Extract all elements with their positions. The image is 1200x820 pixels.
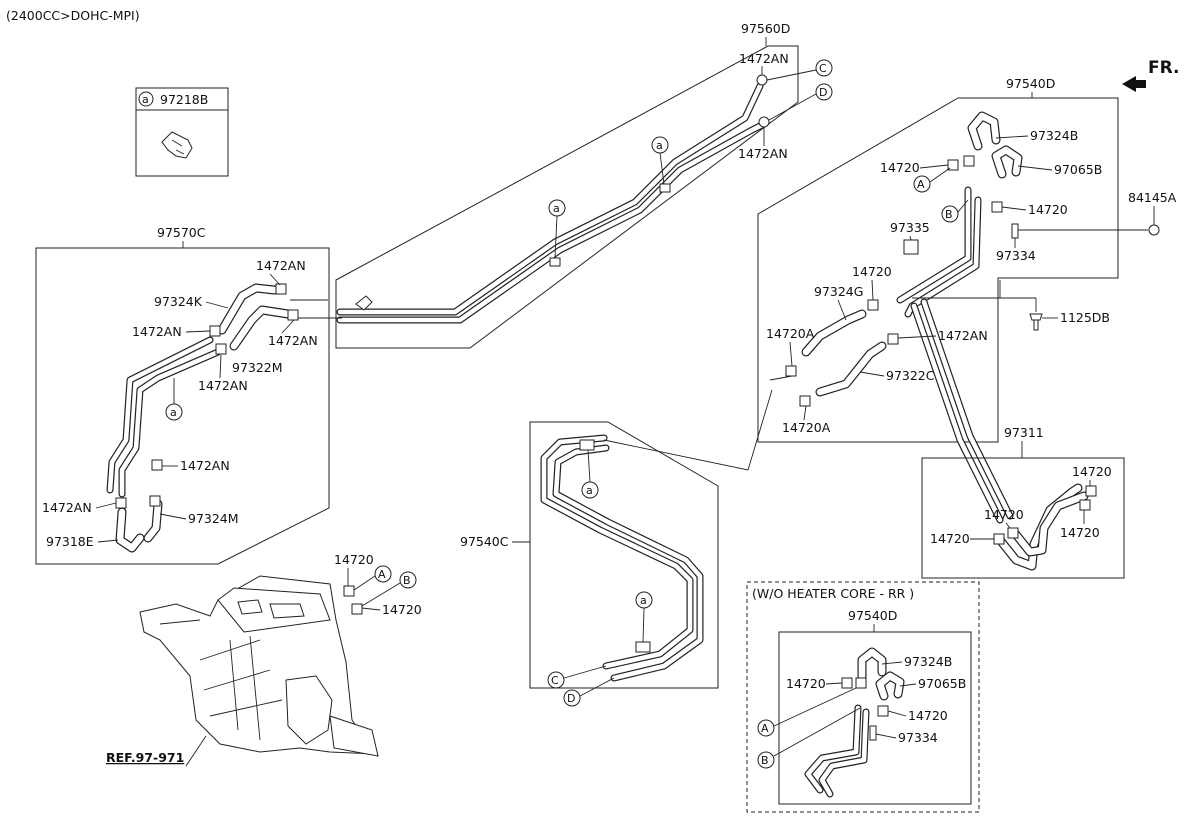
wo-hoses	[804, 647, 905, 798]
clamp-icon	[115, 283, 299, 509]
label-1472an-4: 1472AN	[132, 324, 182, 339]
marker-a-big-3: A	[761, 722, 769, 735]
label-14720-3: 14720	[852, 264, 892, 279]
group-97540c-frame	[529, 421, 719, 689]
label-14720-8: 14720	[334, 552, 374, 567]
group-97311-frame	[921, 457, 1125, 579]
label-1472an-6: 1472AN	[198, 378, 248, 393]
label-1125db: 1125DB	[1060, 310, 1110, 325]
group-97570c-label: 97570C	[157, 225, 206, 240]
wo-label-97324b: 97324B	[904, 654, 952, 669]
marker-d-2: D	[567, 692, 575, 705]
engine-spec-label: (2400CC>DOHC-MPI)	[6, 8, 140, 23]
pipe-clip-a3	[579, 439, 595, 451]
label-14720-2: 14720	[1028, 202, 1068, 217]
label-14720-1: 14720	[880, 160, 920, 175]
heater-unit-assembly	[139, 575, 379, 757]
label-1472an-1: 1472AN	[739, 51, 789, 66]
label-14720-6: 14720	[1060, 525, 1100, 540]
label-14720a-1: 14720A	[766, 326, 815, 341]
group-97540d-label: 97540D	[1006, 76, 1055, 91]
legend-part-number: 97218B	[160, 92, 208, 107]
label-14720-4: 14720	[1072, 464, 1112, 479]
marker-a-2: a	[553, 202, 560, 215]
rear-heater-hoses-97570c	[106, 283, 342, 553]
marker-a-1: a	[656, 139, 663, 152]
label-97324b: 97324B	[1030, 128, 1078, 143]
wo-group-97540d-label: 97540D	[848, 608, 897, 623]
group-97540d-frame	[757, 97, 1119, 443]
wo-label-97065b: 97065B	[918, 676, 966, 691]
legend-marker-a: a	[142, 93, 149, 106]
clamp-icon	[785, 155, 1019, 407]
label-97318e: 97318E	[46, 534, 94, 549]
label-84145a: 84145A	[1128, 190, 1177, 205]
legend-box	[135, 87, 229, 177]
rear-hoses-97311	[995, 483, 1089, 571]
label-97065b: 97065B	[1054, 162, 1102, 177]
wo-label-14720-1: 14720	[786, 676, 826, 691]
label-1472an-7: 1472AN	[180, 458, 230, 473]
label-97335: 97335	[890, 220, 930, 235]
label-1472an-5: 1472AN	[268, 333, 318, 348]
label-1472an-9: 1472AN	[938, 328, 988, 343]
label-1472an-2: 1472AN	[738, 146, 788, 161]
wo-inner-frame	[778, 631, 972, 805]
group-97560d-frame	[335, 45, 799, 349]
group-97560d-label: 97560D	[741, 21, 790, 36]
bolt-1125db-icon	[1029, 313, 1043, 331]
label-14720-5: 14720	[984, 507, 1024, 522]
front-direction-label: FR.	[1148, 58, 1179, 78]
marker-d-1: D	[819, 86, 827, 99]
label-97324g: 97324G	[814, 284, 863, 299]
front-heater-pipes-97540c	[540, 389, 773, 682]
group-97540c-label: 97540C	[460, 534, 509, 549]
marker-c-2: C	[551, 674, 559, 687]
label-97322m: 97322M	[232, 360, 283, 375]
marker-a-4: a	[586, 484, 593, 497]
wo-heater-core-frame	[746, 581, 980, 813]
marker-a-5: a	[640, 594, 647, 607]
ref-97-971-link[interactable]: REF.97-971	[106, 750, 184, 765]
clamp-icon	[756, 74, 770, 128]
pipe-clip-a1	[659, 183, 671, 193]
wo-label-14720-2: 14720	[908, 708, 948, 723]
label-1472an-8: 1472AN	[42, 500, 92, 515]
group-97570c-frame	[35, 247, 330, 565]
label-14720a-2: 14720A	[782, 420, 831, 435]
marker-b-big-1: B	[403, 574, 411, 587]
clamp-icon	[343, 585, 363, 615]
label-97324k: 97324K	[154, 294, 203, 309]
front-heater-hoses-97540d	[769, 111, 1023, 524]
marker-a-big-1: A	[378, 568, 386, 581]
label-97334: 97334	[996, 248, 1036, 263]
label-97324m: 97324M	[188, 511, 239, 526]
marker-a-big-2: A	[917, 178, 925, 191]
marker-a-3: a	[170, 406, 177, 419]
label-1472an-3: 1472AN	[256, 258, 306, 273]
front-arrow-icon	[1122, 76, 1146, 92]
long-heater-pipe-97560d	[336, 82, 768, 324]
label-14720-7: 14720	[930, 531, 970, 546]
marker-b-big-3: B	[761, 754, 769, 767]
marker-c-1: C	[819, 62, 827, 75]
marker-b-big-2: B	[945, 208, 953, 221]
label-14720-9: 14720	[382, 602, 422, 617]
pipe-clip-a2	[549, 257, 561, 267]
clip-97218b-icon	[161, 131, 193, 159]
group-97311-label: 97311	[1004, 425, 1044, 440]
pipe-clip-a4	[635, 641, 651, 653]
wo-label-97334: 97334	[898, 730, 938, 745]
wo-heater-core-label: (W/O HEATER CORE - RR )	[752, 586, 914, 601]
label-97322c: 97322C	[886, 368, 935, 383]
bolt-84145a-icon	[1148, 224, 1160, 236]
